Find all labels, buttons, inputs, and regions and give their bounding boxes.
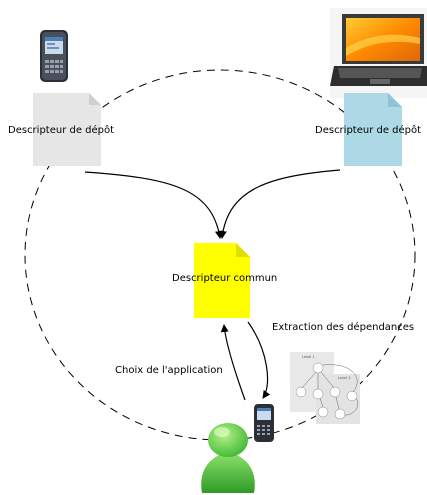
arrow-choice [220, 324, 246, 401]
graph-node [334, 408, 346, 420]
extraction-label: Extraction des dépendances [272, 321, 414, 333]
graph-node [329, 386, 341, 398]
arrow-extraction [247, 321, 271, 399]
user-avatar-icon [201, 423, 255, 493]
right-descriptor-label: Descripteur de dépôt [315, 124, 421, 136]
common-descriptor-label: Descripteur commun [172, 273, 277, 284]
left-descriptor-document-icon [33, 93, 101, 166]
laptop-icon [330, 8, 427, 98]
left-descriptor-label: Descripteur de dépôt [8, 124, 114, 136]
graph-node [312, 362, 324, 374]
graph-node [317, 406, 329, 418]
smartphone-icon [40, 30, 68, 82]
graph-node [312, 388, 324, 400]
right-descriptor-node: Descripteur de dépôt [315, 93, 421, 166]
right-descriptor-document-icon [344, 93, 402, 166]
graph-level-1-label: Level 1 [302, 355, 315, 359]
arrow-left-to-common [84, 171, 223, 239]
dependency-graph-icon: Level 1 Level 2 [290, 352, 360, 424]
common-descriptor-node: Descripteur commun [172, 243, 277, 318]
choice-label: Choix de l'application [115, 365, 223, 376]
graph-node [295, 386, 307, 398]
common-descriptor-document-icon [194, 243, 250, 318]
graph-level-2-label: Level 2 [338, 376, 351, 380]
user-smartphone-icon [254, 404, 274, 442]
graph-node [346, 390, 358, 402]
left-descriptor-node: Descripteur de dépôt [8, 93, 114, 166]
arrow-right-to-common [218, 169, 341, 239]
